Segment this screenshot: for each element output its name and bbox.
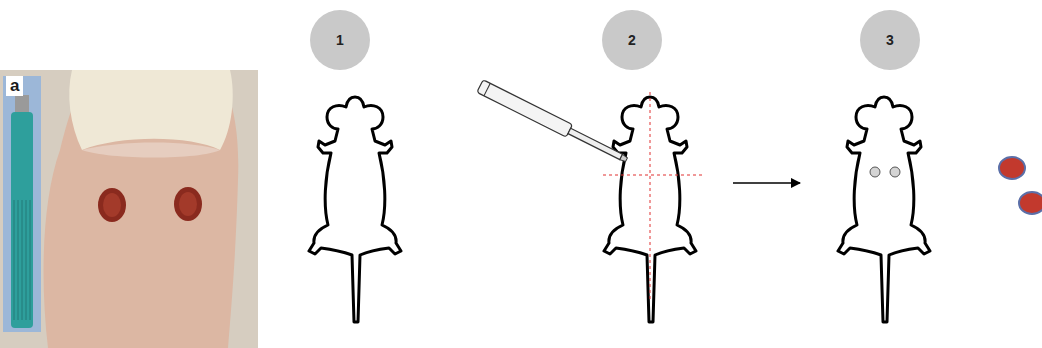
mouse-outline [838, 97, 930, 322]
skin-disc [999, 157, 1025, 179]
wound-mark [870, 167, 880, 177]
skin-disc [1019, 192, 1042, 214]
step-arrow [733, 182, 800, 184]
step-circle: 2 [602, 10, 662, 70]
guide-lines [603, 92, 705, 300]
step-number: 2 [628, 32, 636, 48]
photo-panel [0, 70, 258, 348]
biopsy-punch [477, 80, 630, 166]
step-number: 3 [886, 32, 894, 48]
step-number: 1 [336, 32, 344, 48]
panel-letter: a [6, 76, 23, 96]
wound-mark [890, 167, 900, 177]
mouse-outline [309, 97, 401, 322]
step-circle: 3 [860, 10, 920, 70]
step-circle: 1 [310, 10, 370, 70]
